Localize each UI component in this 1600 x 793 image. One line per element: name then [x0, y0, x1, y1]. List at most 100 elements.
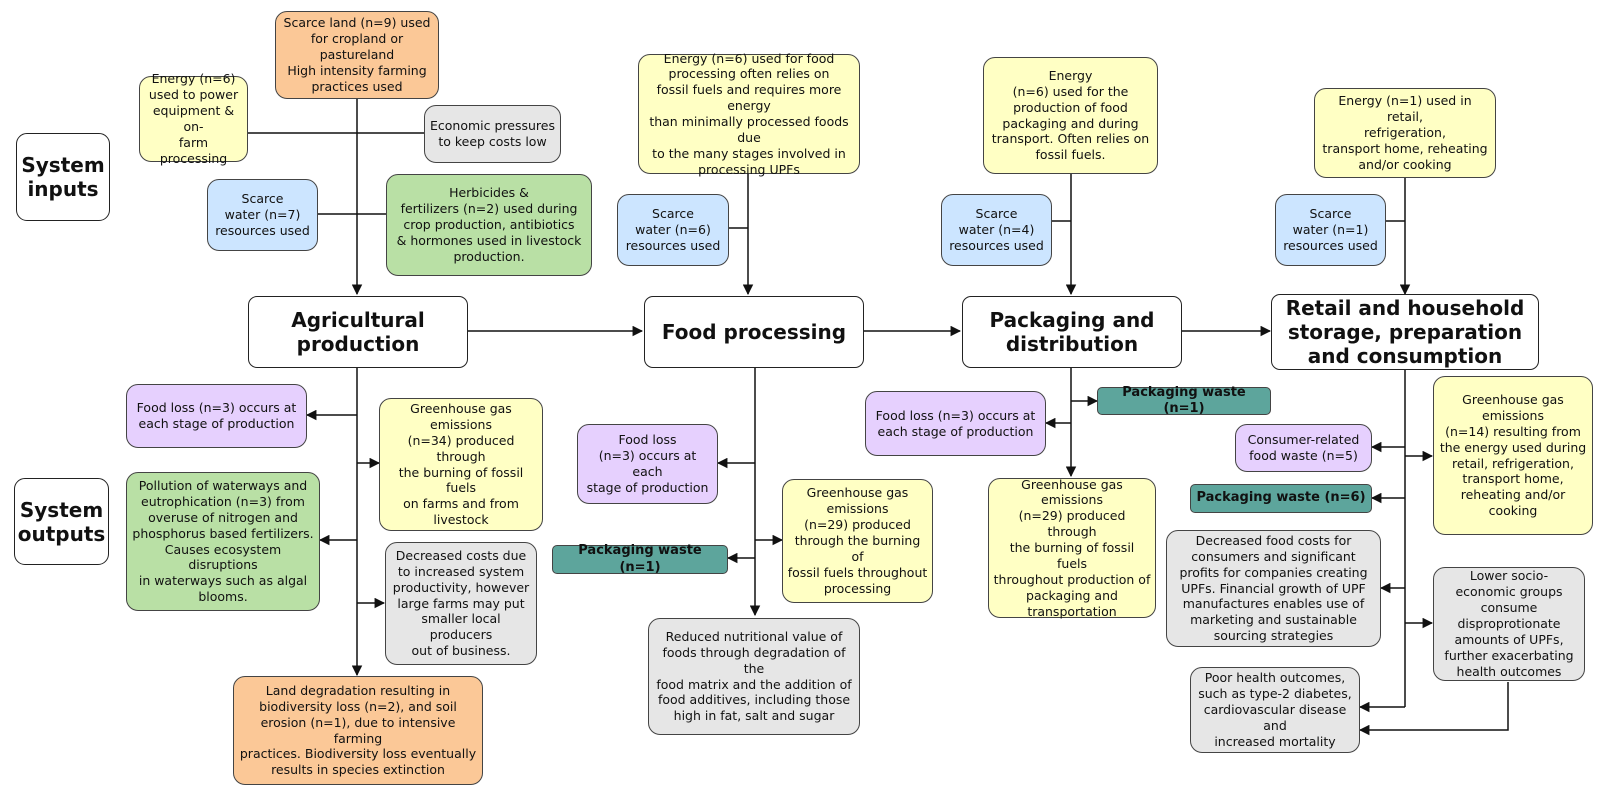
node-text-line: Causes ecosystem disruptions — [164, 541, 282, 573]
node-text-line: transport. Often relies on — [991, 131, 1150, 147]
node-text-line: than minimally processed foods due — [649, 114, 849, 145]
node-text-line: Scarce — [652, 206, 694, 222]
node-text-line: to keep costs low — [438, 134, 547, 149]
node-text-line: Food loss — [618, 432, 677, 448]
node-text-line: stage of production — [586, 479, 709, 495]
node-text-line: emissions — [1482, 407, 1544, 423]
node-text-line: packaging and — [1026, 587, 1118, 603]
node-text-line: Agricultural — [291, 308, 425, 332]
node-text-line: Packaging waste (n=6) — [1196, 490, 1366, 506]
node-text-line: Food loss (n=3) occurs at — [875, 407, 1036, 423]
node-text-line: farm processing — [159, 134, 228, 166]
node-text-line: economic groups — [1455, 584, 1563, 600]
node-text-line: equipment & on- — [152, 103, 235, 134]
node-text-line: Energy (n=6) used for food — [663, 50, 835, 66]
retail-energy-input: Energy (n=1) used in retail,refrigeratio… — [1314, 88, 1496, 178]
node-text-line: practices. Biodiversity loss eventually — [239, 746, 477, 762]
node-text-line: Food processing — [661, 320, 847, 344]
node-text-line: amounts of UPFs, — [1454, 631, 1564, 647]
node-text-line: fossil fuels throughout — [787, 564, 928, 580]
node-text-line: Reduced nutritional value of — [665, 628, 843, 644]
node-text-line: Land degradation resulting in — [265, 682, 451, 698]
node-text-line: Greenhouse gas — [1021, 476, 1123, 492]
retail-poor-health-output: Poor health outcomes,such as type-2 diab… — [1190, 667, 1360, 753]
node-text-line: distribution — [1005, 332, 1139, 356]
node-text-line: manufactures enables use of — [1182, 596, 1365, 612]
node-text-line: reheating and/or cooking — [1460, 487, 1566, 519]
node-text-line: processing — [823, 580, 892, 596]
node-text-line: results in species extinction — [271, 762, 445, 778]
node-text-line: fertilizers (n=2) used during — [400, 201, 578, 217]
node-text-line: consumers and significant — [1191, 548, 1356, 564]
node-text-line: the energy used during — [1439, 439, 1587, 455]
node-text-line: System — [21, 153, 105, 177]
node-text-line: eutrophication (n=3) from — [141, 493, 305, 509]
node-text-line: (n=29) produced through — [1018, 508, 1126, 540]
node-text-line: large farms may put — [397, 595, 525, 611]
node-text-line: resources used — [949, 237, 1044, 253]
node-text-line: food additives, including those — [657, 692, 851, 708]
node-text-line: High intensity farming — [287, 62, 427, 78]
node-text-line: resources used — [215, 222, 310, 238]
node-text-line: retail, refrigeration, — [1452, 455, 1574, 471]
node-text-line: disproprotionate — [1457, 616, 1561, 632]
node-text-line: Lower socio- — [1469, 568, 1549, 584]
node-text-line: production. — [453, 248, 525, 264]
node-text-line: productivity, however — [392, 579, 530, 595]
node-text-line: blooms. — [198, 589, 248, 605]
node-text-line: practices used — [311, 78, 403, 94]
node-text-line: UPFs. Financial growth of UPF — [1181, 580, 1366, 596]
node-text-line: such as type-2 diabetes, — [1198, 686, 1352, 702]
node-text-line: Herbicides & — [449, 185, 529, 201]
node-text-line: packaging and during — [1002, 115, 1139, 131]
node-text-line: each stage of production — [138, 416, 295, 431]
node-text-line: inputs — [27, 177, 99, 201]
node-text-line: transportation — [1027, 603, 1117, 619]
node-text-line: further exacerbating — [1444, 647, 1574, 663]
node-text-line: fossil fuels. — [1035, 147, 1106, 163]
node-text-line: Scarce — [1309, 206, 1352, 222]
node-text-line: food matrix and the addition of — [656, 676, 852, 692]
node-text-line: processing often relies on — [668, 66, 830, 82]
node-text-line: Energy (n=1) used in retail, — [1338, 93, 1472, 125]
node-text-line: pastureland — [319, 47, 395, 63]
node-text-line: in waterways such as algal — [138, 573, 308, 589]
node-text-line: water (n=6) — [635, 222, 711, 238]
node-text-line: processing UPFs — [698, 161, 800, 177]
node-text-line: and/or cooking — [1358, 156, 1452, 172]
node-text-line: health outcomes — [1456, 663, 1562, 679]
node-text-line: (n=29) produced — [804, 517, 911, 533]
node-text-line: Pollution of waterways and — [138, 478, 308, 493]
node-text-line: outputs — [17, 521, 106, 546]
node-text-line: Greenhouse gas — [806, 485, 909, 501]
node-text-line: increased mortality — [1214, 733, 1336, 749]
node-text-line: through the burning of — [794, 533, 921, 564]
node-text-line: used to power — [148, 87, 239, 103]
node-text-line: Decreased food costs for — [1195, 532, 1352, 548]
node-text-line: overuse of nitrogen and — [148, 509, 298, 525]
node-text-line: (n=6) used for the — [1012, 83, 1129, 99]
node-text-line: marketing and sustainable — [1190, 612, 1357, 628]
agri-energy-line-1: Energy (n=6) — [151, 71, 236, 87]
node-text-line: emissions — [1041, 492, 1103, 508]
node-text-line: transport home, — [1462, 471, 1564, 487]
node-text-line: out of business. — [411, 643, 511, 659]
